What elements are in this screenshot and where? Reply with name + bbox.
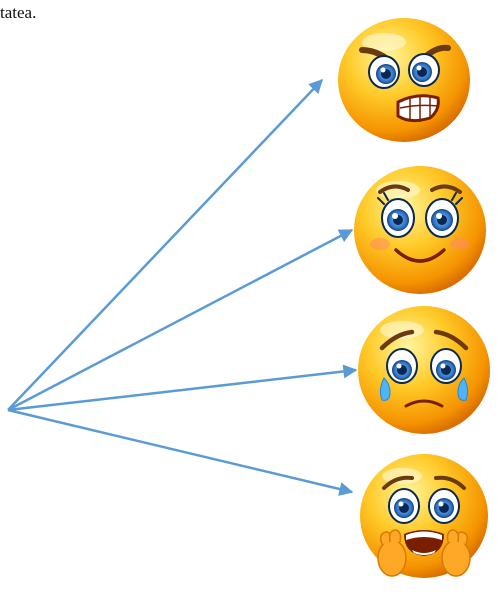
arrow-to-happy [8,230,352,410]
happy-face-icon [354,166,486,294]
angry-face-icon [338,18,470,142]
arrow-to-scared [8,410,352,492]
arrows [8,80,356,492]
scared-face-icon [360,454,488,578]
arrow-to-crying [8,370,356,410]
crying-face-icon [358,306,490,434]
arrow-to-angry [8,80,322,410]
